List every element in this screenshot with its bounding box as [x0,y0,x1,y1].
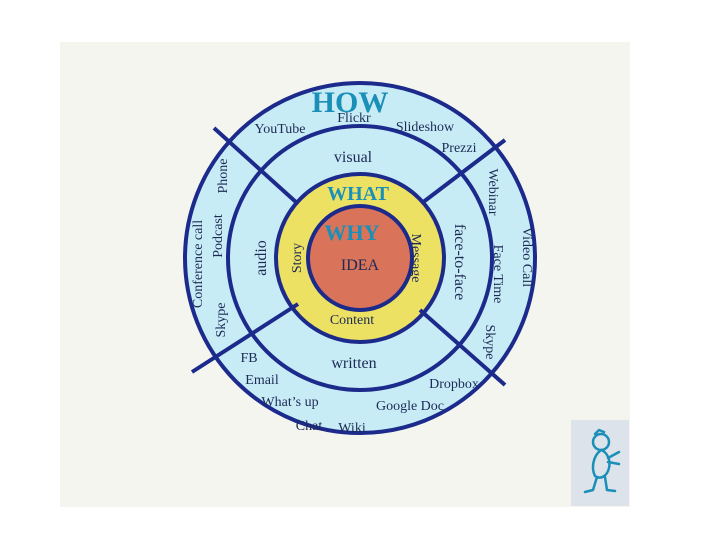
tool-wiki: Wiki [338,421,366,436]
tool-whats-up: What’s up [261,395,318,410]
tool-youtube: YouTube [255,122,306,137]
tool-email: Email [245,373,279,388]
why-circle [306,204,414,312]
tool-dropbox: Dropbox [429,377,479,392]
divider-bottom-left [190,302,300,374]
tool-conference-call: Conference call [191,220,206,308]
tool-face-time: Face Time [490,245,505,304]
tool-chat: Chat [296,419,323,434]
tool-prezzi: Prezzi [442,141,477,156]
tool-skype-right: Skype [482,325,497,360]
tool-flickr: Flickr [337,111,371,126]
tool-webinar: Webinar [485,168,500,215]
visual-label: visual [334,149,373,166]
tool-slideshow: Slideshow [396,120,455,135]
tool-video-call: Video Call [519,227,534,287]
audio-label: audio [253,240,270,276]
stick-figure-icon [583,428,621,494]
tool-skype-left: Skype [214,303,229,338]
face-to-face-label: face-to-face [451,224,468,300]
divider-top-left [212,126,299,205]
tool-podcast: Podcast [211,214,226,258]
divider-bottom-right [418,308,507,387]
how-label: HOW [312,86,389,119]
tool-phone: Phone [216,159,231,194]
why-label: WHY [325,220,380,245]
tool-fb: FB [240,351,257,366]
tool-google-doc: Google Doc [376,399,444,414]
center-idea-label: IDEA [341,257,380,274]
written-label: written [331,355,376,372]
content-label: Content [330,313,374,328]
divider-top-right [420,138,507,205]
what-label: WHAT [327,183,390,205]
mascot-figure [571,420,629,506]
story-label: Story [290,243,305,273]
message-label: Message [408,234,423,283]
